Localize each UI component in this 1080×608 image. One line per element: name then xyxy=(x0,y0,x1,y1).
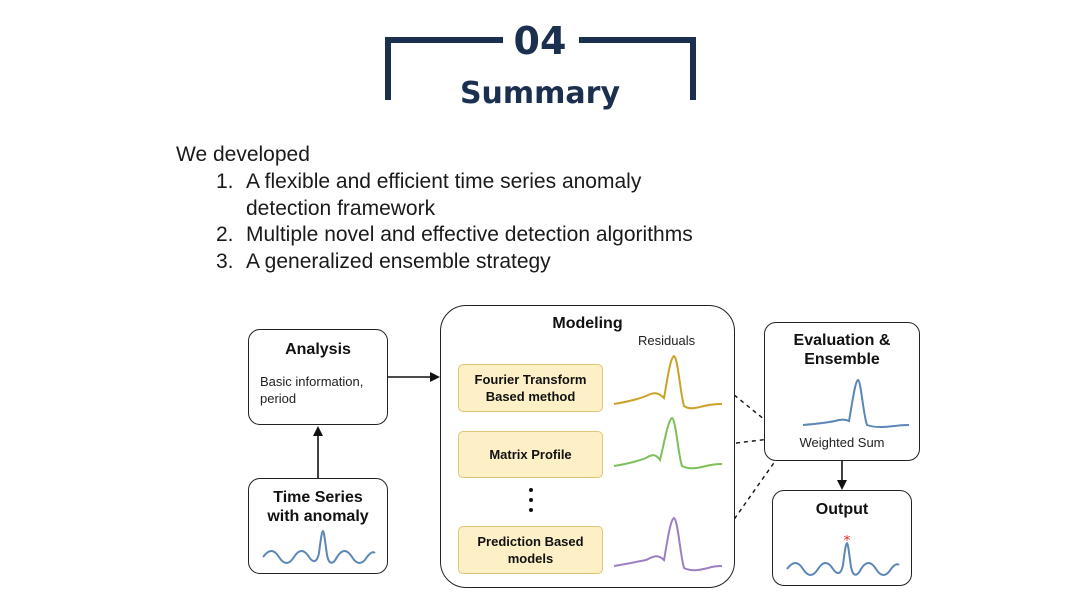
analysis-title: Analysis xyxy=(285,341,351,358)
residual-curve-matrix xyxy=(613,416,723,470)
method-prediction-based: Prediction Based models xyxy=(458,526,603,574)
summary-item-text: A flexible and efficient time series ano… xyxy=(246,170,642,220)
residual-curve-prediction xyxy=(613,516,723,572)
method-label: Matrix Profile xyxy=(489,447,572,462)
analysis-description: Basic information, period xyxy=(260,374,364,406)
evaluation-title: Evaluation & Ensemble xyxy=(793,332,891,368)
residual-curve-fourier xyxy=(613,354,723,410)
ellipsis-dots xyxy=(526,486,536,521)
summary-item-text: A generalized ensemble strategy xyxy=(246,249,551,273)
modeling-title: Modeling xyxy=(552,315,623,332)
evaluation-ensemble-box: Evaluation & Ensemble Weighted Sum xyxy=(764,322,920,461)
method-fourier-transform: Fourier Transform Based method xyxy=(458,364,603,412)
summary-item-number: 3. xyxy=(216,249,234,273)
summary-item: 2. Multiple novel and effective detectio… xyxy=(216,222,716,249)
time-series-title: Time Series with anomaly xyxy=(267,489,369,525)
method-matrix-profile: Matrix Profile xyxy=(458,431,603,478)
summary-item-number: 1. xyxy=(216,170,234,193)
time-series-box: Time Series with anomaly xyxy=(248,478,388,574)
summary-item-number: 2. xyxy=(216,223,234,246)
residuals-label: Residuals xyxy=(638,333,696,348)
section-title: Summary xyxy=(459,76,621,111)
summary-item: 1. A flexible and efficient time series … xyxy=(216,169,716,222)
output-curve: * xyxy=(786,535,900,576)
method-label: Fourier Transform Based method xyxy=(474,372,587,404)
weighted-sum-curve xyxy=(802,378,910,428)
title-bracket xyxy=(385,37,696,100)
output-box: Output * xyxy=(772,490,912,586)
anomaly-marker-icon: * xyxy=(844,535,851,549)
summary-list: 1. A flexible and efficient time series … xyxy=(216,169,716,275)
summary-intro: We developed xyxy=(176,143,310,166)
time-series-curve xyxy=(262,529,376,564)
analysis-box: Analysis Basic information, period xyxy=(248,329,388,425)
output-title: Output xyxy=(815,501,869,518)
summary-item: 3. A generalized ensemble strategy xyxy=(216,249,716,276)
method-label: Prediction Based models xyxy=(477,534,584,566)
weighted-sum-label: Weighted Sum xyxy=(799,435,885,450)
section-number: 04 xyxy=(513,19,567,63)
summary-item-text: Multiple novel and effective detection a… xyxy=(246,223,693,246)
